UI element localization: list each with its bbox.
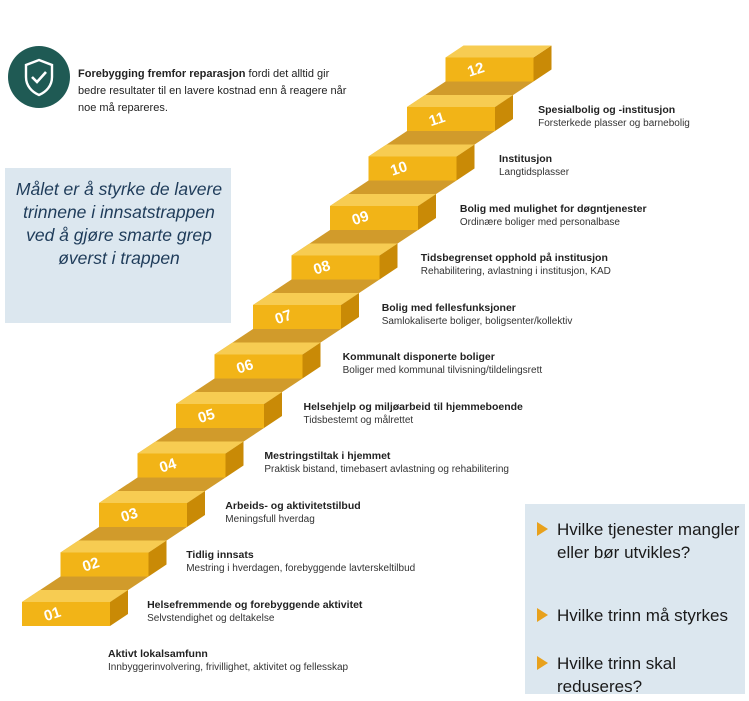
step-title: Mestringstiltak i hjemmet <box>264 450 391 462</box>
step-subtitle: Ordinære boliger med personalbase <box>459 216 620 228</box>
step-number: 03 <box>119 505 140 526</box>
step-subtitle: Tidsbestemt og målrettet <box>303 414 414 426</box>
step-title: Helsehjelp og miljøarbeid til hjemmeboen… <box>303 400 523 413</box>
step-title: Kommunalt disponerte boliger <box>342 351 495 363</box>
step-subtitle: Langtidsplasser <box>499 167 570 178</box>
step-title: Institusjon <box>499 153 553 165</box>
step-label: Helsefremmende og forebyggende aktivitet… <box>147 598 362 626</box>
info-bold: Forebygging fremfor reparasjon <box>78 68 246 80</box>
step-number: 11 <box>427 109 447 130</box>
triangle-bullet-icon <box>537 608 548 622</box>
goal-text: Målet er å styrke de lavere trinnene i i… <box>15 179 223 268</box>
step-number: 08 <box>311 257 332 278</box>
info-section: Forebygging fremfor reparasjon fordi det… <box>8 46 348 146</box>
step-number: 06 <box>234 356 255 377</box>
step-subtitle: Praktisk bistand, timebasert avlastning … <box>264 464 509 475</box>
step-title: Arbeids- og aktivitetstilbud <box>225 499 361 512</box>
step-number: 07 <box>273 307 294 328</box>
step-title: Aktivt lokalsamfunn <box>108 648 208 660</box>
step-subtitle: Boliger med kommunal tilvisning/tildelin… <box>342 365 543 376</box>
step-number: 01 <box>42 604 63 625</box>
step-subtitle: Forsterkede plasser og barnebolig <box>538 117 690 129</box>
question-text: Hvilke trinn skal reduseres? <box>557 654 677 696</box>
step-number: 02 <box>80 554 101 575</box>
shield-check-icon <box>8 46 70 108</box>
triangle-bullet-icon <box>537 656 548 670</box>
step-block: 01 <box>22 590 128 626</box>
step-title: Tidlig innsats <box>186 549 254 561</box>
info-text: Forebygging fremfor reparasjon fordi det… <box>78 66 348 117</box>
question-text: Hvilke trinn må styrkes <box>557 606 728 625</box>
step-title: Tidsbegrenset opphold på institusjon <box>420 252 608 264</box>
question-text: Hvilke tjenester mangler eller bør utvik… <box>557 520 740 562</box>
step-number: 10 <box>388 158 409 179</box>
step-label: Helsehjelp og miljøarbeid til hjemmeboen… <box>304 400 523 428</box>
step-subtitle: Samlokaliserte boliger, boligsenter/koll… <box>381 315 573 327</box>
goal-box: Målet er å styrke de lavere trinnene i i… <box>5 168 231 323</box>
step-number: 09 <box>350 208 371 229</box>
step-subtitle: Innbyggerinvolvering, frivillighet, akti… <box>108 662 349 673</box>
step-title: Bolig med mulighet for døgntjenester <box>459 202 647 215</box>
step-title: Spesialbolig og -institusjon <box>538 103 676 116</box>
step-subtitle: Meningsfull hverdag <box>225 513 315 525</box>
step-block: 10 <box>330 144 475 206</box>
step-number: 04 <box>157 455 179 477</box>
step-subtitle: Selvstendighet og deltakelse <box>147 612 275 624</box>
step-number: 05 <box>196 406 217 427</box>
step-subtitle: Rehabilitering, avlastning i institusjon… <box>420 266 611 277</box>
info-rest: fordi det alltid gir bedre resultater ti… <box>78 68 347 114</box>
step-title: Helsefremmende og forebyggende aktivitet <box>147 598 363 611</box>
step-title: Bolig med fellesfunksjoner <box>381 301 516 314</box>
step-subtitle: Mestring i hverdagen, forebyggende lavte… <box>186 563 416 574</box>
step-number: 12 <box>465 59 486 80</box>
triangle-bullet-icon <box>537 522 548 536</box>
questions-box: Hvilke tjenester mangler eller bør utvik… <box>525 504 745 696</box>
